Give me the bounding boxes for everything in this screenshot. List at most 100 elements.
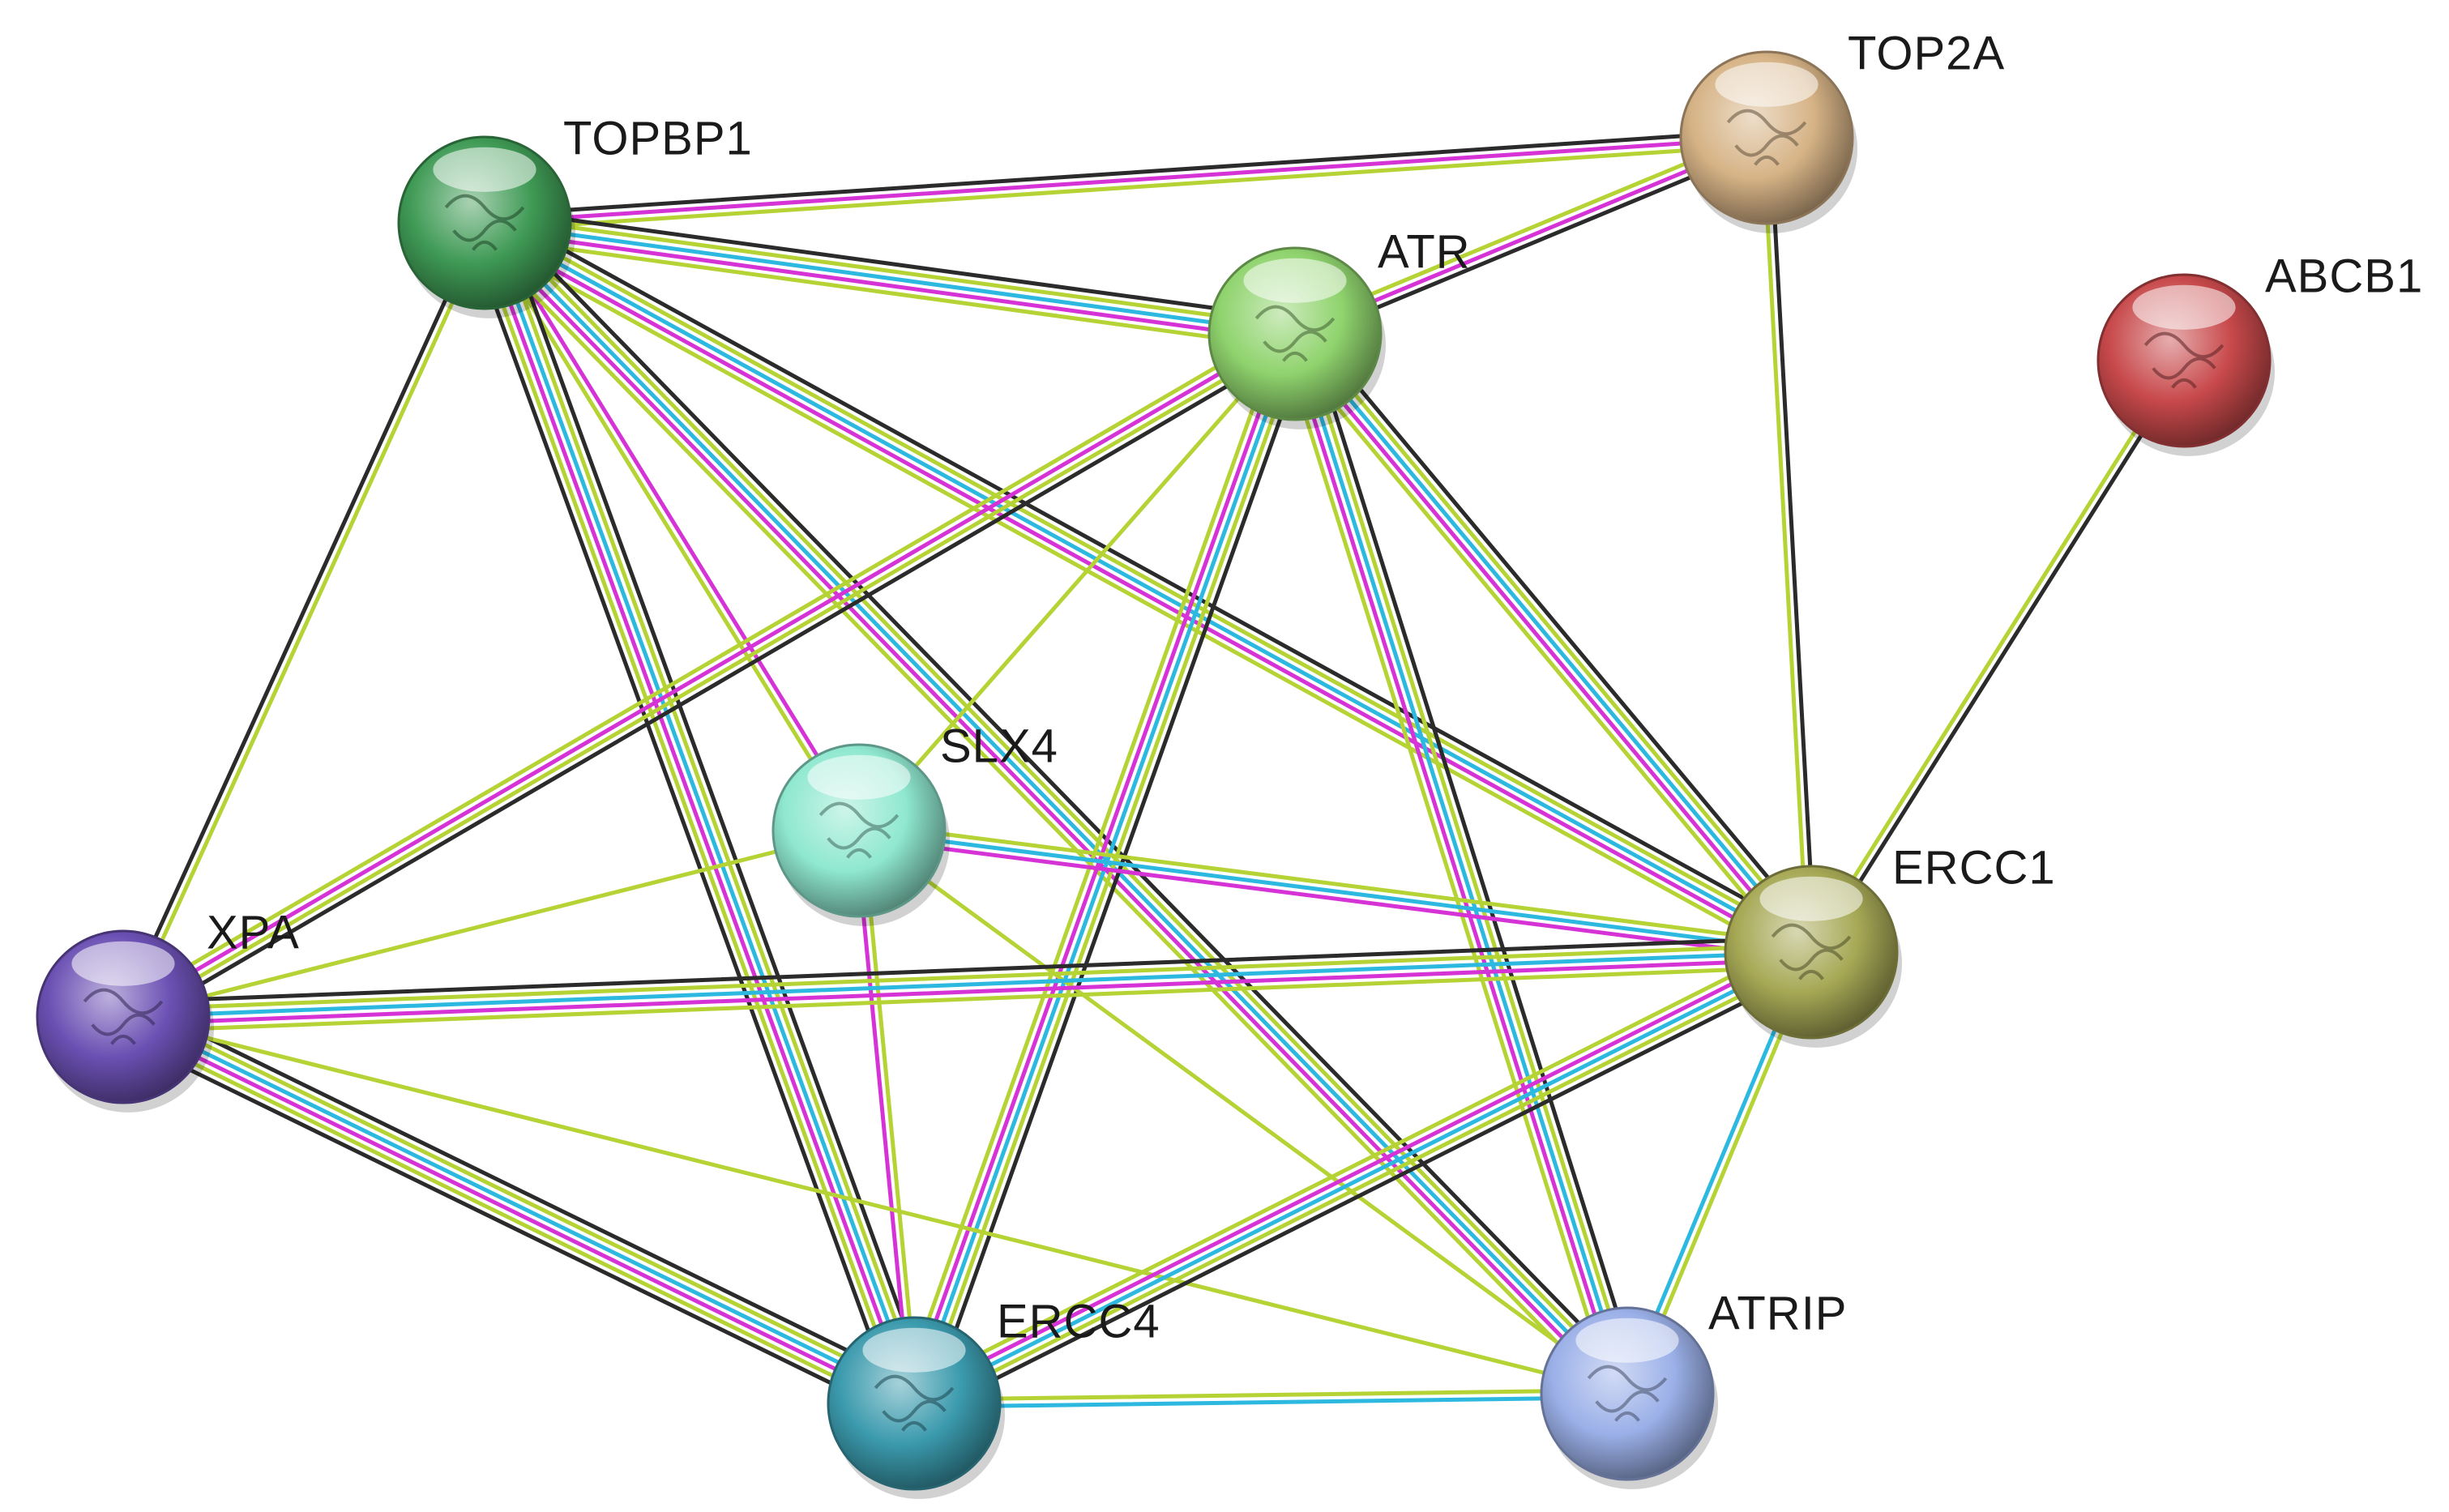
edge-strand-cyan [122,1011,918,1403]
node-highlight [1575,1318,1679,1363]
node-label: ATRIP [1708,1287,1848,1339]
edge-strand-lime [857,828,1630,1396]
edge-strand-black [918,963,1820,1419]
edge-strand-cyan [1293,331,1814,955]
edge-strand-magenta [485,219,865,831]
node-highlight [1759,876,1863,921]
edge-ercc1-ercc4[interactable] [905,937,1820,1419]
edge-strand-cyan [857,828,1814,955]
edge-strand-lime [126,1005,921,1396]
edges-layer [113,128,2190,1422]
node-top2a[interactable]: TOP2A [1679,27,2005,233]
edge-topbp1-top2a[interactable] [481,128,1770,233]
edge-strand-lime [915,956,1817,1412]
edge-topbp1-atrip[interactable] [472,210,1640,1407]
protein-structure-icon [1587,1365,1668,1422]
edge-xpa-ercc4[interactable] [113,998,925,1422]
edge-strand-lime [481,235,1296,351]
edge-strand-lime [121,942,1814,1012]
edge-strand-cyan [1293,331,1630,1396]
edge-xpa-ercc1[interactable] [120,935,1814,1034]
node-label: ERCC1 [1892,841,2056,894]
edge-strand-black [120,935,1813,1005]
edge-slx4-ercc1[interactable] [856,821,1814,962]
edge-topbp1-atr[interactable] [481,206,1299,351]
edge-strand-cyan [121,950,1814,1019]
edge-strand-black [493,210,1640,1386]
protein-structure-icon [1771,923,1852,980]
edge-strand-black [118,219,484,1018]
node-ercc1[interactable]: ERCC1 [1724,841,2056,1048]
edge-strand-magenta [1285,334,1622,1399]
edge-top2a-ercc1[interactable] [1761,135,1817,955]
edge-strand-black [1812,360,2190,956]
edge-strand-lime [857,821,1814,947]
edge-strand-magenta [119,1018,915,1409]
edge-strand-magenta [479,227,1810,961]
edge-abcb1-ercc1[interactable] [1806,357,2190,956]
edge-xpa-atrip[interactable] [121,1014,1630,1396]
edge-strand-lime [475,233,1806,967]
edge-strand-lime [472,224,906,1410]
edge-strand-magenta [905,329,1290,1403]
node-highlight [807,754,911,800]
edge-strand-lime [122,335,1299,1023]
protein-structure-icon [818,801,900,859]
node-atr[interactable]: ATR [1207,225,1471,429]
edge-strand-cyan [482,220,1297,336]
edge-strand-lime [1806,357,2183,953]
edge-ercc4-atrip[interactable] [912,1388,1630,1409]
edge-strand-magenta [477,225,1625,1401]
edge-strand-cyan [912,950,1814,1406]
edge-topbp1-ercc1[interactable] [475,207,1821,967]
protein-structure-icon [444,194,525,251]
edge-strand-lime [1279,335,1616,1400]
edge-strand-lime [472,231,1619,1407]
edge-topbp1-slx4[interactable] [479,219,865,835]
node-topbp1[interactable]: TOPBP1 [397,112,753,318]
node-xpa[interactable]: XPA [36,906,300,1113]
node-abcb1[interactable]: ABCB1 [2096,250,2423,456]
node-label: XPA [207,906,300,959]
edge-strand-lime [121,1014,1630,1396]
node-ercc4[interactable]: ERCC4 [827,1295,1160,1499]
node-highlight [1243,258,1347,303]
edge-strand-lime [493,216,927,1402]
node-highlight [433,147,536,192]
edge-strand-black [484,206,1299,322]
protein-structure-icon [1726,109,1807,166]
edge-atr-atrip[interactable] [1279,327,1643,1400]
edge-strand-black [465,227,900,1412]
edge-strand-lime [124,222,490,1021]
edge-atr-slx4[interactable] [857,331,1297,833]
edge-strand-cyan [482,220,1814,955]
edge-atr-ercc1[interactable] [1281,322,1825,963]
edge-strand-magenta [853,828,912,1406]
node-label: ATR [1378,225,1471,278]
node-atrip[interactable]: ATRIP [1540,1287,1848,1489]
edge-slx4-xpa[interactable] [121,828,861,1019]
protein-structure-icon [2143,331,2225,389]
edge-strand-black [1304,322,1825,945]
edge-strand-lime [1298,327,1819,950]
edge-slx4-ercc4[interactable] [853,828,920,1406]
edge-strand-cyan [482,220,1630,1396]
edge-strand-magenta [1287,336,1808,959]
edge-strand-magenta [482,135,1769,225]
edge-strand-lime [115,322,1292,1010]
edge-strand-black [126,341,1303,1029]
edge-strand-lime [1761,135,1810,955]
edge-strand-magenta [479,222,913,1407]
node-highlight [2132,284,2236,330]
edge-strand-lime [912,1388,1630,1402]
edge-strand-black [1768,135,1817,955]
edge-slx4-atrip[interactable] [857,828,1630,1396]
edge-strand-magenta [856,835,1813,962]
node-label: ERCC4 [997,1295,1160,1348]
edge-strand-cyan [485,220,920,1404]
edge-strand-magenta [121,957,1814,1027]
node-slx4[interactable]: SLX4 [771,720,1058,926]
edge-topbp1-xpa[interactable] [118,219,490,1021]
edge-strand-lime [121,828,861,1019]
edge-atr-xpa[interactable] [115,322,1303,1029]
